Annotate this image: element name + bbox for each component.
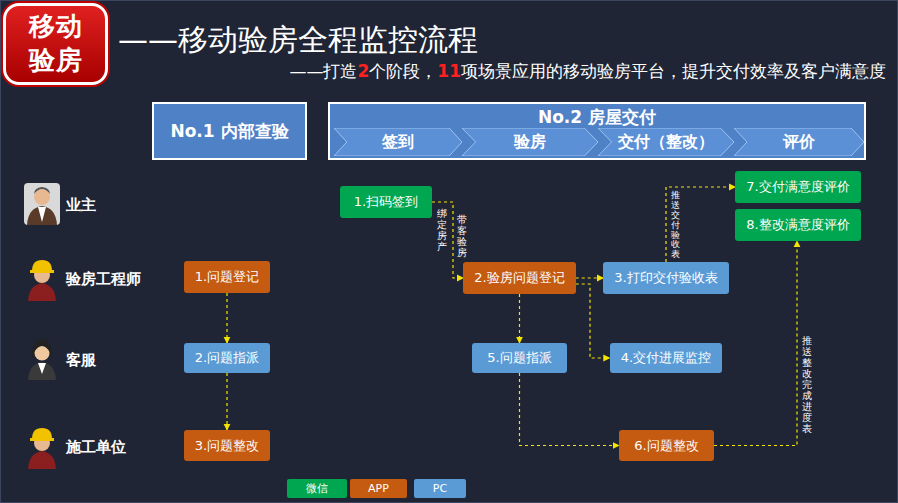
edge-label: 推送整改完成进度表 xyxy=(802,335,812,434)
owner-icon xyxy=(24,183,60,225)
dashed-connector xyxy=(226,293,227,343)
subtitle-text: 项场景应用的移动验房平台，提升交付效率及客户满意度 xyxy=(461,61,886,81)
phase-band: No.1 内部查验 xyxy=(152,102,307,160)
process-box: 4.交付进展监控 xyxy=(610,343,722,373)
page-title: ——移动验房全程监控流程 xyxy=(118,20,478,61)
service-icon xyxy=(28,339,56,380)
box-text: 签到 xyxy=(382,132,414,153)
role-label: 业主 xyxy=(66,196,96,215)
box-text: 1.扫码签到 xyxy=(348,193,424,211)
subtitle: ——打造2个阶段，11项场景应用的移动验房平台，提升交付效率及客户满意度 xyxy=(289,60,886,83)
legend-text: PC xyxy=(433,482,447,495)
process-box: 3.打印交付验收表 xyxy=(603,262,728,294)
dashed-connector xyxy=(576,284,610,358)
process-box: 2.验房问题登记 xyxy=(463,262,575,294)
subtitle-text: 个阶段， xyxy=(369,61,437,81)
dashed-connector xyxy=(226,373,227,430)
box-text: 4.交付进展监控 xyxy=(615,349,717,367)
box-text: 6.问题整改 xyxy=(628,437,704,455)
box-text: No.2 房屋交付 xyxy=(538,106,656,129)
dashed-connector xyxy=(520,373,620,446)
process-box: 3.问题整改 xyxy=(184,430,270,461)
dashed-connector xyxy=(519,294,520,343)
box-text: 3.问题整改 xyxy=(189,437,265,455)
edge-label: 推送交付验收表 xyxy=(671,191,680,260)
engineer-icon xyxy=(28,260,56,301)
dashed-connector xyxy=(576,277,604,278)
stage-chevron: 验房 xyxy=(462,128,598,156)
legend-swatch: 微信 xyxy=(287,479,347,498)
stage-chevron: 交付（整改） xyxy=(598,128,734,156)
builder-icon xyxy=(28,428,56,469)
stage-chevron: 评价 xyxy=(734,128,864,156)
edge-label: 绑定房产 xyxy=(437,208,447,252)
box-text: 2.问题指派 xyxy=(189,349,265,367)
dashed-connector xyxy=(666,187,735,262)
process-box: 2.问题指派 xyxy=(184,343,270,373)
highlight-number: 11 xyxy=(437,61,461,81)
legend-text: APP xyxy=(368,482,389,495)
box-text: 2.验房问题登记 xyxy=(468,269,570,287)
box-text: 3.打印交付验收表 xyxy=(608,269,723,287)
process-box: 1.问题登记 xyxy=(184,261,270,293)
box-text: 5.问题指派 xyxy=(481,349,557,367)
highlight-number: 2 xyxy=(357,61,369,81)
process-box: 5.问题指派 xyxy=(472,343,567,373)
box-text: No.1 内部查验 xyxy=(170,120,288,143)
process-box: 8.整改满意度评价 xyxy=(735,209,860,241)
box-text: 8.整改满意度评价 xyxy=(740,216,855,234)
process-box: 6.问题整改 xyxy=(619,430,714,461)
title-badge: 移动 验房 xyxy=(3,3,108,85)
phase-band: No.2 房屋交付签到 验房 交付（整改） 评价 xyxy=(328,102,866,160)
subtitle-text: ——打造 xyxy=(289,61,357,81)
role-label: 施工单位 xyxy=(66,438,126,457)
badge-text: 移动 验房 xyxy=(27,10,85,78)
stage-chevron: 签到 xyxy=(334,128,462,156)
role-label: 验房工程师 xyxy=(66,270,141,289)
legend-swatch: PC xyxy=(414,479,466,498)
process-box: 1.扫码签到 xyxy=(340,186,432,218)
legend-swatch: APP xyxy=(350,479,407,498)
box-text: 1.问题登记 xyxy=(189,268,265,286)
box-text: 7.交付满意度评价 xyxy=(740,178,855,196)
process-box: 7.交付满意度评价 xyxy=(735,171,860,203)
box-text: 验房 xyxy=(514,132,546,153)
role-label: 客服 xyxy=(66,351,96,370)
legend-text: 微信 xyxy=(306,481,328,496)
box-text: 评价 xyxy=(783,132,815,153)
edge-note: 带客验房 xyxy=(457,214,467,258)
box-text: 交付（整改） xyxy=(618,132,714,153)
